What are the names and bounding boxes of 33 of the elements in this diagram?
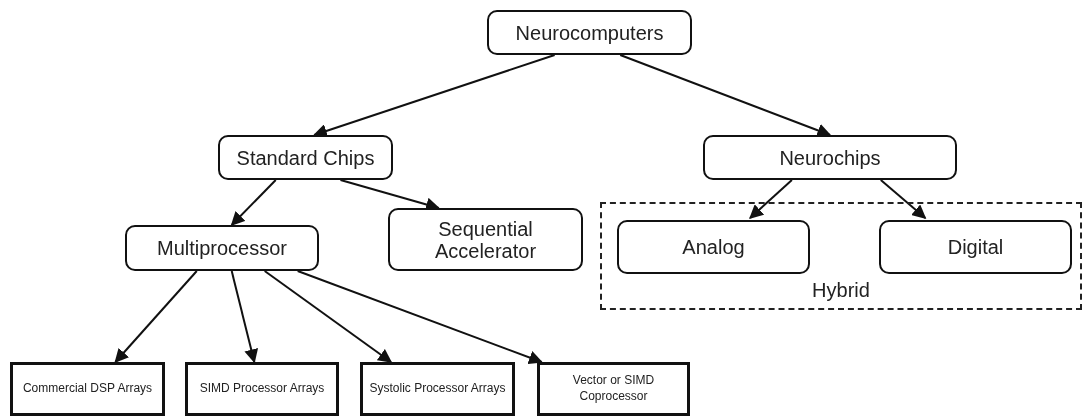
process-box xyxy=(537,362,690,416)
process-box xyxy=(185,362,339,416)
dashed-group-box xyxy=(600,202,1082,310)
arrow xyxy=(230,179,277,226)
node-label: SIMD Processor Arrays xyxy=(199,381,325,397)
arrow xyxy=(296,270,543,365)
node-label: Analog xyxy=(682,236,745,258)
arrow xyxy=(263,270,393,363)
node-label: Vector or SIMD Coprocessor xyxy=(571,373,656,405)
node-label: Commercial DSP Arrays xyxy=(22,381,153,397)
node-label: Hybrid xyxy=(812,279,870,302)
process-box xyxy=(703,135,957,180)
process-box xyxy=(388,208,583,271)
node-label: Multiprocessor xyxy=(156,237,287,259)
arrow xyxy=(230,270,259,364)
arrow xyxy=(312,54,556,138)
node-label: Digital xyxy=(947,236,1004,258)
node-label: Neurocomputers xyxy=(515,21,664,44)
process-box xyxy=(617,220,810,274)
node-label: Sequential Accelerator xyxy=(433,217,538,262)
process-box xyxy=(10,362,165,416)
process-box xyxy=(487,10,692,55)
node-label: Systolic Processor Arrays xyxy=(369,381,506,397)
node-label: Standard Chips xyxy=(236,146,375,169)
process-box xyxy=(360,362,515,416)
arrow xyxy=(879,179,927,219)
process-box xyxy=(125,225,319,271)
process-box xyxy=(879,220,1072,274)
arrow xyxy=(749,179,793,219)
process-box xyxy=(218,135,393,180)
arrow xyxy=(619,54,832,138)
arrow xyxy=(114,270,198,364)
node-label: Neurochips xyxy=(779,146,881,169)
